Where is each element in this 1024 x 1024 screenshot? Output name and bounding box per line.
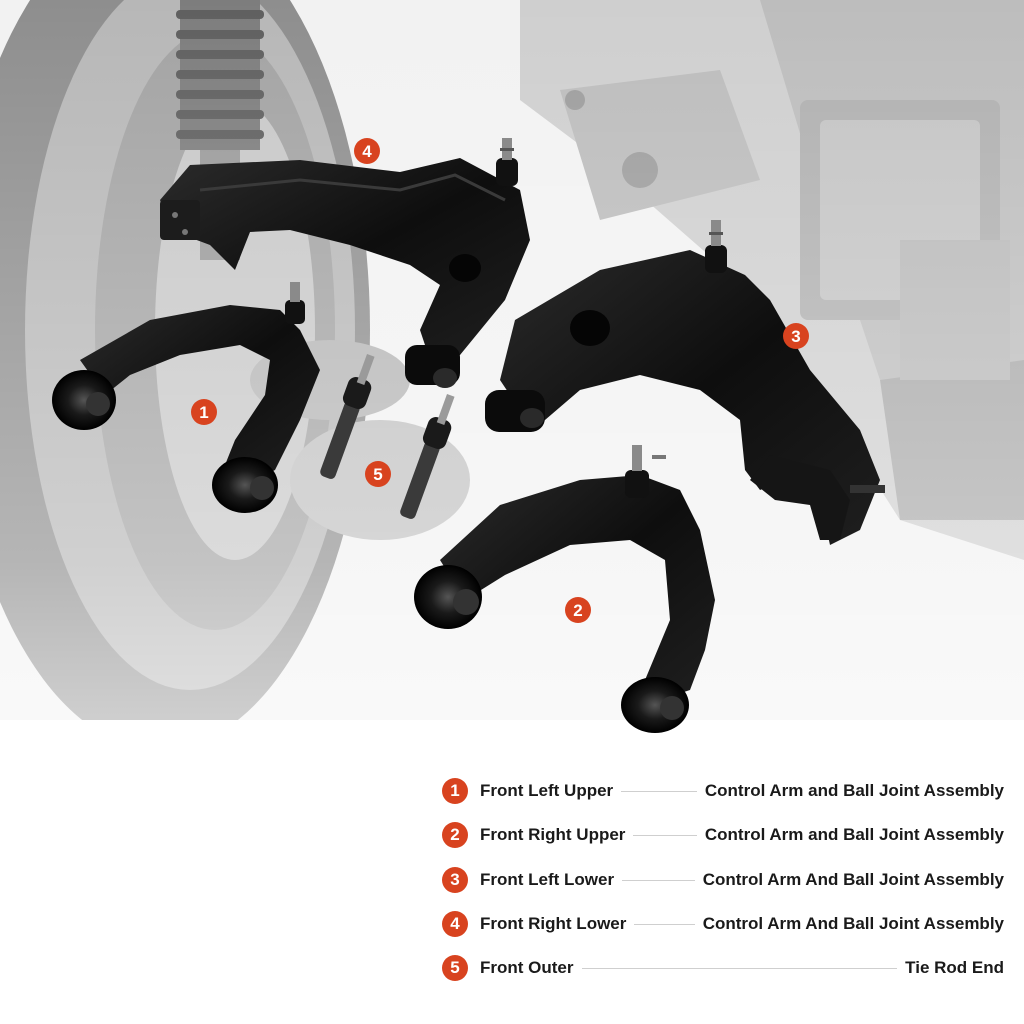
control-arm-front-left-lower (485, 220, 885, 545)
legend-row-3: 3 Front Left Lower Control Arm And Ball … (442, 865, 1004, 895)
svg-text:3: 3 (791, 327, 800, 346)
legend-divider (634, 923, 695, 925)
legend-row-2: 2 Front Right Upper Control Arm and Ball… (442, 820, 1004, 850)
callout-badge-1: 1 (191, 399, 217, 425)
control-arm-front-right-upper (414, 445, 715, 733)
svg-text:4: 4 (362, 142, 372, 161)
callout-badge-3: 3 (783, 323, 809, 349)
svg-text:1: 1 (199, 403, 208, 422)
control-arm-front-left-upper (52, 282, 320, 513)
legend-part: Control Arm and Ball Joint Assembly (704, 825, 1004, 844)
legend-position: Front Left Upper (480, 781, 614, 800)
legend-row-4: 4 Front Right Lower Control Arm And Ball… (442, 909, 1004, 939)
legend-divider (633, 834, 697, 836)
legend-number-badge: 3 (442, 867, 468, 893)
legend-row-1: 1 Front Left Upper Control Arm and Ball … (442, 776, 1004, 806)
callout-badge-2: 2 (565, 597, 591, 623)
legend-row-5: 5 Front Outer Tie Rod End (442, 953, 1004, 983)
legend-part: Control Arm And Ball Joint Assembly (702, 914, 1004, 933)
legend-number-badge: 2 (442, 822, 468, 848)
legend-position: Front Outer (480, 958, 574, 977)
legend-divider (581, 967, 898, 969)
legend-position: Front Right Lower (480, 914, 627, 933)
legend-part: Control Arm and Ball Joint Assembly (704, 781, 1004, 800)
legend-number-badge: 1 (442, 778, 468, 804)
legend-number-badge: 4 (442, 911, 468, 937)
legend-part: Tie Rod End (905, 958, 1004, 977)
callout-badge-5: 5 (365, 461, 391, 487)
legend-position: Front Right Upper (480, 825, 626, 844)
legend-divider (621, 790, 697, 792)
legend-position: Front Left Lower (480, 870, 615, 889)
tie-rod-ends (320, 354, 455, 519)
svg-text:5: 5 (373, 465, 382, 484)
svg-text:2: 2 (573, 601, 582, 620)
legend-part: Control Arm And Ball Joint Assembly (702, 870, 1004, 889)
callout-badge-4: 4 (354, 138, 380, 164)
legend-number-badge: 5 (442, 955, 468, 981)
control-arm-front-right-lower (160, 138, 530, 388)
legend-divider (622, 879, 695, 881)
